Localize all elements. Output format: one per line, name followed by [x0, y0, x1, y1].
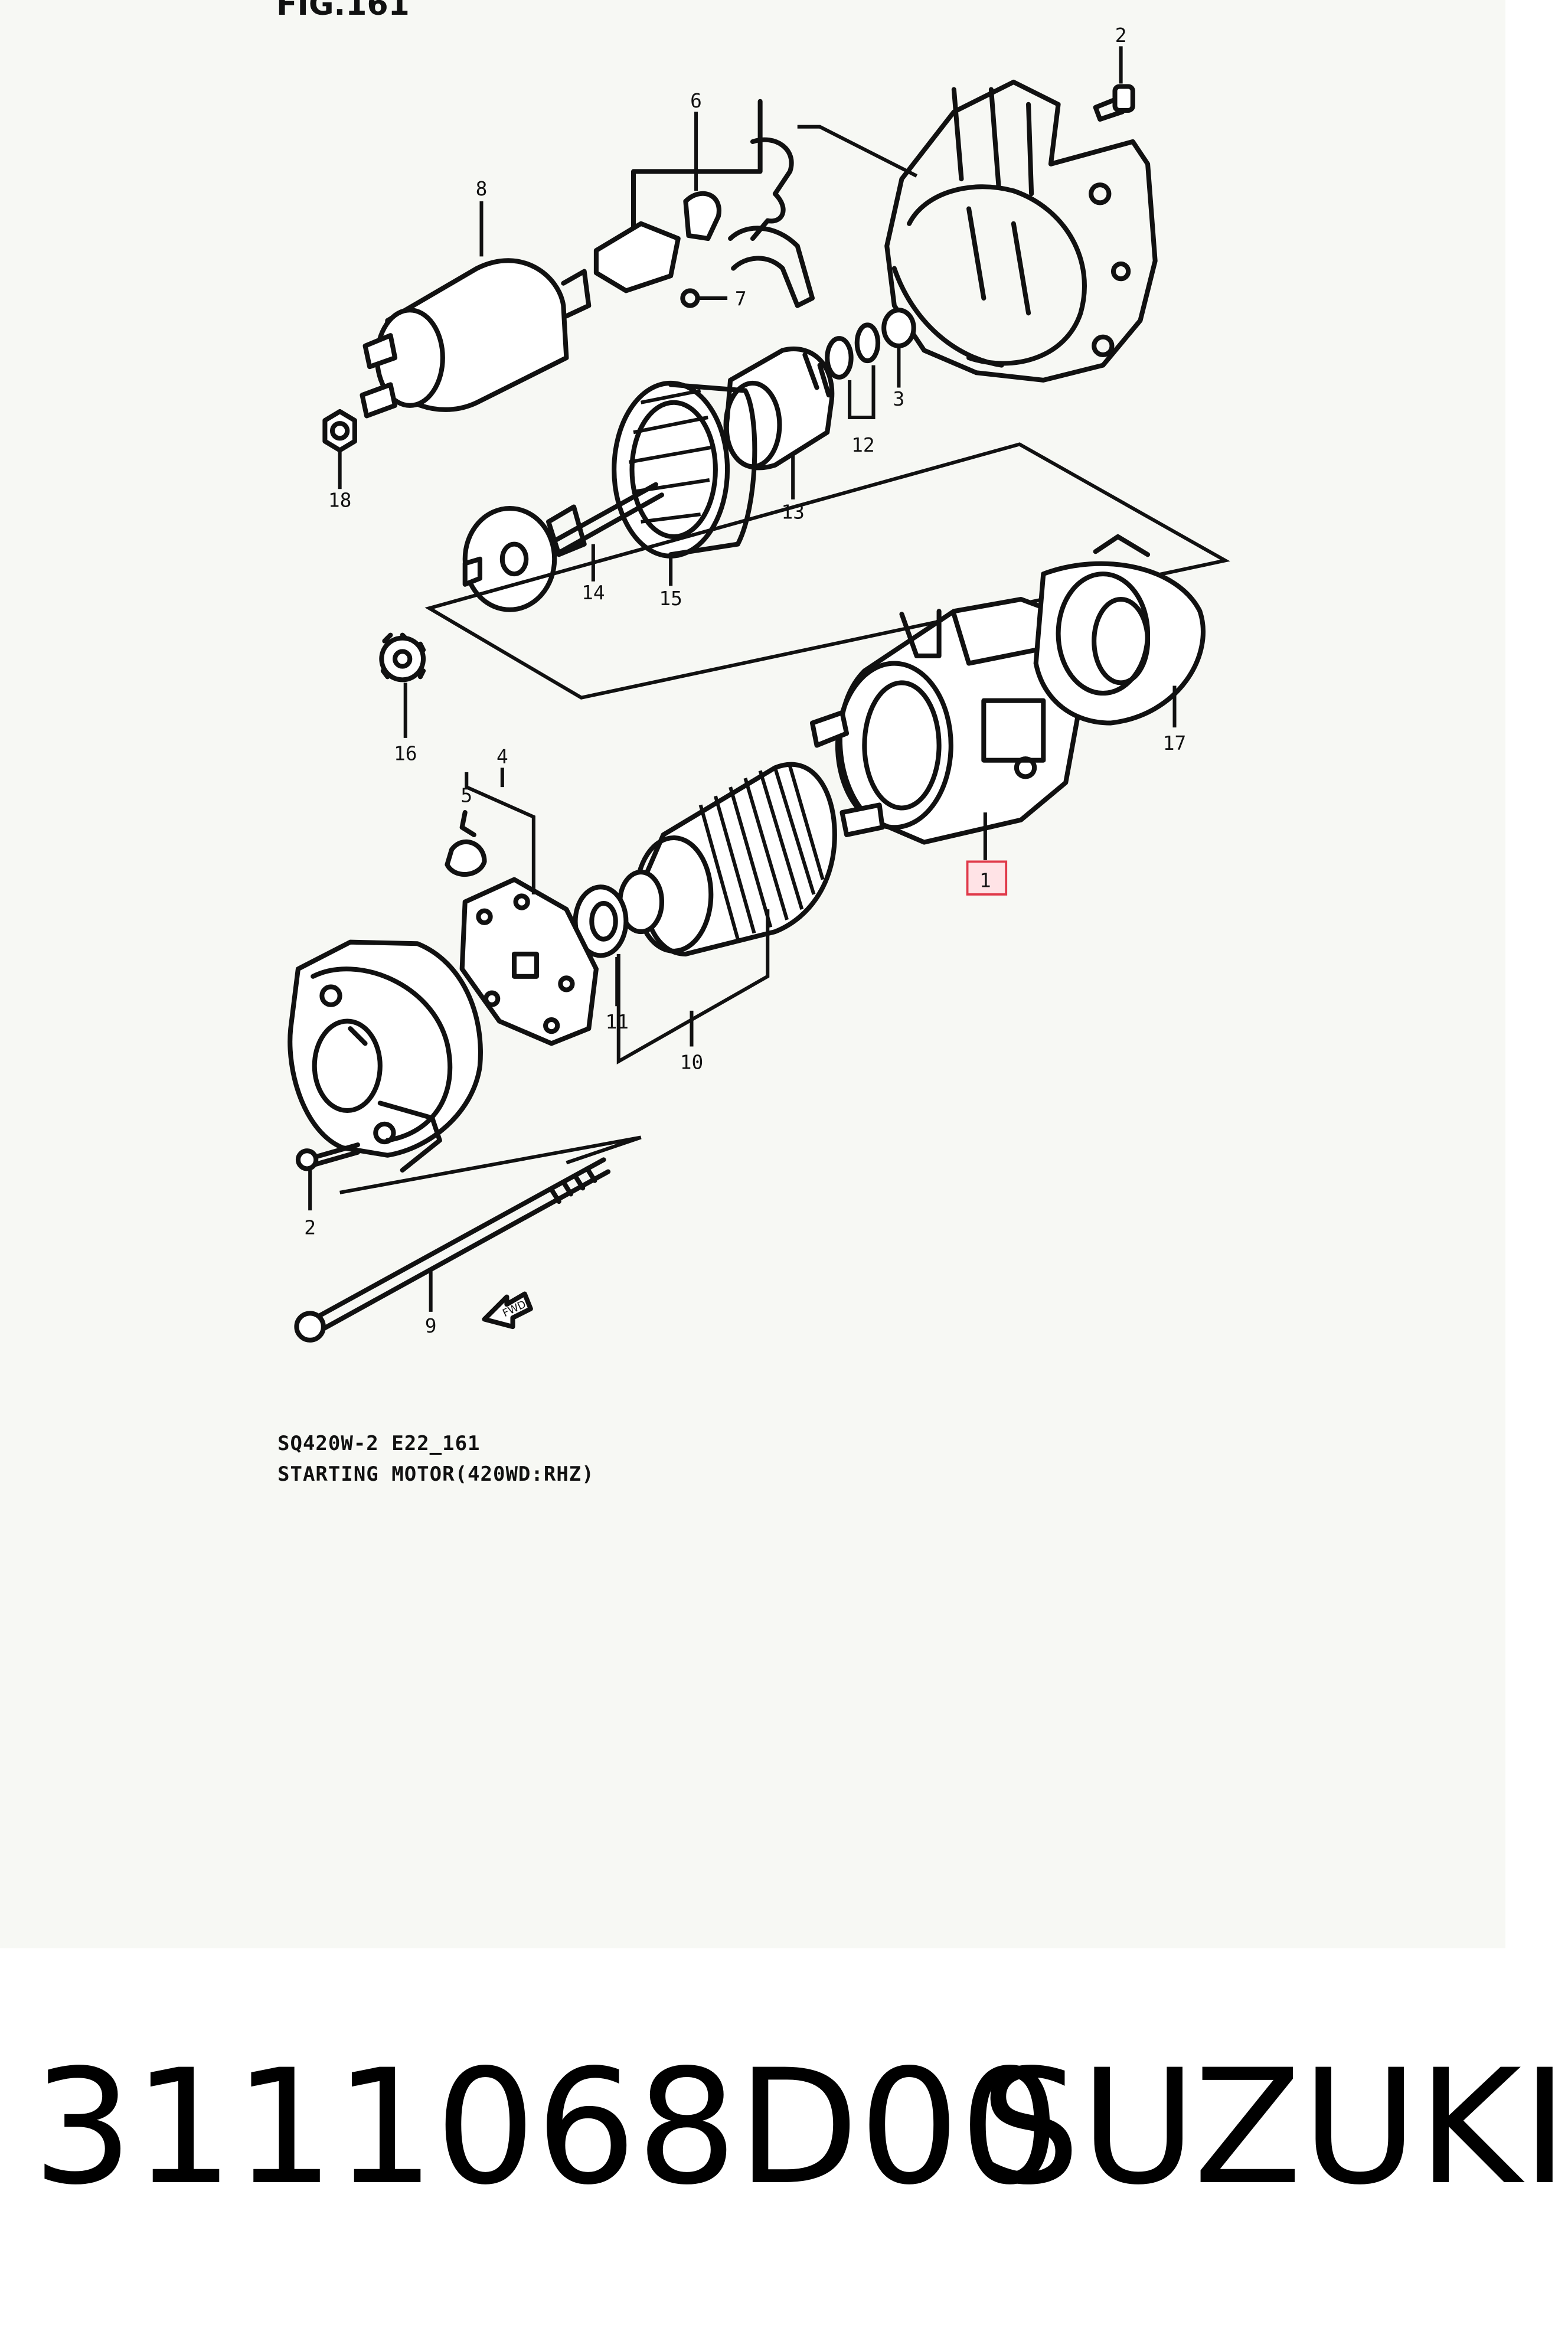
bearing-11	[573, 884, 629, 1007]
brush-spring-5	[445, 810, 487, 877]
callout-9: 9	[425, 1315, 437, 1337]
caption-code: SQ420W-2 E22_161	[277, 1432, 481, 1455]
callout-8: 8	[476, 178, 488, 200]
drive-end-housing	[884, 79, 1158, 383]
callout-17: 17	[1163, 732, 1187, 755]
brand-name: SUZUKI	[980, 2036, 1568, 2220]
nut-18	[322, 409, 357, 489]
internal-gear-15	[612, 380, 757, 586]
bolt-2-top	[1093, 46, 1135, 122]
washers-12	[825, 322, 881, 420]
callout-10: 10	[680, 1051, 704, 1073]
callout-4: 4	[496, 746, 508, 768]
bolt-2-bottom	[295, 1142, 360, 1211]
callout-5: 5	[460, 784, 472, 806]
callout-12: 12	[851, 434, 875, 456]
rear-cover-17	[1033, 534, 1206, 728]
through-bolt-9	[294, 1135, 642, 1343]
part-number: 3111068D00	[32, 2036, 1060, 2220]
bushing-3	[881, 308, 916, 388]
figure-title: FIG.161	[276, 0, 410, 22]
commutator-end-frame	[288, 939, 483, 1173]
callout-7: 7	[735, 288, 747, 311]
callout-1: 1	[979, 869, 991, 892]
callout-16: 16	[394, 743, 417, 765]
group-bracket	[424, 442, 1230, 700]
callout-11: 11	[605, 1011, 629, 1033]
callout-2-top: 2	[1115, 24, 1127, 47]
brush-holder-4	[459, 768, 599, 1046]
highlight-box-1	[966, 860, 1008, 896]
callout-13: 13	[781, 501, 805, 524]
callout-15: 15	[659, 587, 682, 610]
callout-18: 18	[328, 489, 352, 511]
caption-description: STARTING MOTOR(420WD:RHZ)	[277, 1462, 594, 1486]
callout-3: 3	[893, 388, 905, 410]
exploded-view-diagram: FWD 1 2 2 3 4 5 6 7 8 9 10 11 12 13 14 1…	[288, 24, 1230, 1343]
callout-14: 14	[582, 582, 605, 604]
clutch-13	[723, 347, 835, 499]
solenoid-8	[360, 201, 592, 419]
pinion-gear-16	[379, 632, 426, 738]
diagram-panel: FIG.161	[0, 0, 1505, 1948]
yoke-1	[809, 596, 1083, 860]
fwd-arrow: FWD	[482, 1291, 533, 1330]
callout-2-bottom: 2	[304, 1217, 316, 1239]
armature-10	[616, 762, 837, 1064]
planetary-shaft-14	[462, 482, 665, 612]
lever-group-6	[593, 99, 918, 308]
callout-6: 6	[690, 90, 702, 112]
